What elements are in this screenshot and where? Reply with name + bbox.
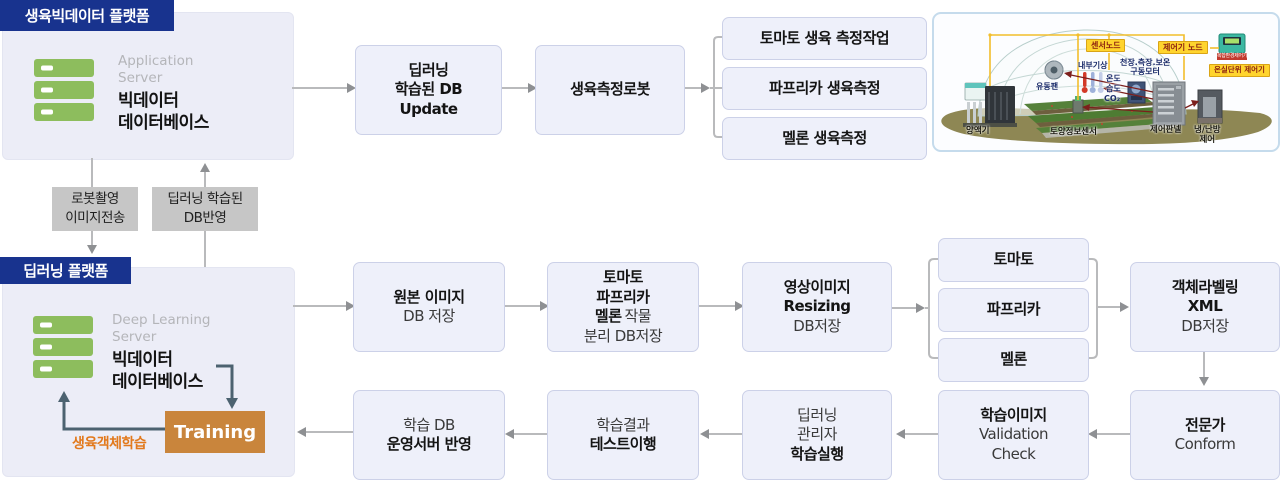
validation-line2: Validation bbox=[978, 425, 1049, 444]
crop-melon-label: 멜론 bbox=[1000, 350, 1027, 369]
application-server-icon bbox=[34, 59, 94, 121]
train-exec-line1: 딥러닝 bbox=[797, 405, 837, 424]
labeling-line2: XML bbox=[1187, 297, 1223, 316]
train-exec-line3: 학습실행 bbox=[790, 444, 844, 463]
flow-box-resizing: 영상이미지 Resizing DB저장 bbox=[742, 262, 892, 352]
bigdata-platform-tag: 생육빅데이터 플랫폼 bbox=[0, 0, 174, 31]
flow-box-growth-robot: 생육측정로봇 bbox=[535, 45, 685, 135]
bigdata-platform-title: 생육빅데이터 플랫폼 bbox=[24, 7, 150, 25]
validation-line3: Check bbox=[991, 444, 1036, 463]
labeling-line3: DB저장 bbox=[1181, 316, 1229, 335]
crop-tomato-label: 토마토 bbox=[993, 250, 1034, 269]
separate-line4: 분리 DB저장 bbox=[583, 326, 663, 345]
task-box-melon: 멜론 생육측정 bbox=[722, 117, 927, 160]
flow-box-db-update: 딥러닝 학습된 DB Update bbox=[355, 45, 502, 135]
flow-box-original-image: 원본 이미지 DB 저장 bbox=[353, 262, 505, 352]
test-line1: 학습결과 bbox=[596, 415, 650, 434]
db-update-line3: Update bbox=[399, 99, 458, 118]
train-exec-line2: 관리자 bbox=[797, 425, 837, 444]
crop-box-melon: 멜론 bbox=[938, 338, 1089, 382]
flow-box-training-exec: 딥러닝 관리자 학습실행 bbox=[742, 390, 892, 480]
training-box: Training bbox=[165, 411, 265, 453]
labeling-line1: 객체라벨링 bbox=[1171, 277, 1239, 296]
growth-object-learning-caption: 생육객체학습 bbox=[72, 436, 147, 452]
validation-line1: 학습이미지 bbox=[980, 405, 1047, 424]
separate-line3-bold: 멜론 bbox=[594, 307, 622, 325]
crop-box-tomato: 토마토 bbox=[938, 238, 1089, 282]
robot-image-upload-chip: 로봇촬영 이미지전송 bbox=[52, 187, 138, 231]
deeplearning-platform-title: 딥러닝 플랫폼 bbox=[23, 262, 108, 280]
original-image-line2: DB 저장 bbox=[403, 307, 455, 325]
greenhouse-unit-controller-chip: 온실단위 제어기 bbox=[1209, 64, 1270, 77]
temp-label: 온도 bbox=[1106, 74, 1121, 83]
task-tomato-label: 토마토 생육 측정작업 bbox=[759, 28, 890, 47]
flow-box-object-labeling: 객체라벨링 XML DB저장 bbox=[1130, 262, 1280, 352]
deeplearning-server-icon bbox=[33, 316, 93, 378]
original-image-line1: 원본 이미지 bbox=[393, 287, 465, 306]
crop-paprika-label: 파프리카 bbox=[986, 300, 1041, 319]
smartfarm-greenhouse-illustration: 센서노드 제어기 노드 온실단위 제어기 복합환경제어기 내부기상 천장.측장.… bbox=[932, 12, 1280, 152]
growth-robot-label: 생육측정로봇 bbox=[570, 80, 650, 99]
flow-box-expert-conform: 전문가 Conform bbox=[1130, 390, 1280, 480]
task-melon-label: 멜론 생육측정 bbox=[782, 128, 867, 147]
deeplearning-platform-tag: 딥러닝 플랫폼 bbox=[0, 257, 131, 284]
composite-env-controller-label: 복합환경제어기 bbox=[1216, 53, 1248, 59]
soil-sensor-label: 토양정보센서 bbox=[1050, 127, 1097, 137]
controller-node-chip: 제어기 노드 bbox=[1158, 41, 1208, 55]
flow-box-test-run: 학습결과 테스트이행 bbox=[547, 390, 699, 480]
separate-line2: 파프리카 bbox=[596, 287, 650, 306]
deploy-line2: 운영서버 반영 bbox=[386, 435, 472, 453]
expert-line1: 전문가 bbox=[1185, 415, 1225, 434]
separate-line3-reg: 작물 bbox=[624, 307, 652, 325]
separate-line1: 토마토 bbox=[603, 268, 643, 286]
bigdata-database-label: 빅데이터 데이터베이스 bbox=[118, 91, 209, 133]
expert-line2: Conform bbox=[1174, 435, 1236, 453]
inner-weather-label: 내부기상 bbox=[1078, 61, 1108, 70]
test-line2: 테스트이행 bbox=[589, 435, 657, 453]
resizing-line2: Resizing bbox=[783, 297, 851, 316]
hvac-control-label: 냉/난방 제어 bbox=[1194, 125, 1221, 145]
deeplearning-server-type: Deep Learning Server bbox=[112, 312, 211, 345]
application-server-type: Application Server bbox=[118, 53, 194, 86]
nutrient-machine-label: 양액기 bbox=[966, 126, 990, 136]
sensor-node-chip: 센서노드 bbox=[1086, 39, 1126, 53]
task-box-tomato: 토마토 생육 측정작업 bbox=[722, 17, 927, 60]
deploy-line1: 학습 DB bbox=[403, 415, 455, 434]
resizing-line3: DB저장 bbox=[793, 316, 841, 335]
control-panel-label: 제어판넬 bbox=[1150, 125, 1182, 135]
crop-box-paprika: 파프리카 bbox=[938, 288, 1089, 332]
db-update-line1: 딥러닝 bbox=[408, 60, 449, 79]
co2-label: CO₂ bbox=[1104, 94, 1121, 103]
db-reflect-chip: 딥러닝 학습된 DB반영 bbox=[152, 187, 258, 231]
task-paprika-label: 파프리카 생육측정 bbox=[768, 78, 881, 97]
drive-motor-label: 천장.측장.보온 구동모터 bbox=[1120, 58, 1171, 77]
flow-box-validation-check: 학습이미지 Validation Check bbox=[938, 390, 1089, 480]
flow-box-deploy-db: 학습 DB 운영서버 반영 bbox=[353, 390, 505, 480]
deeplearning-database-label: 빅데이터 데이터베이스 bbox=[112, 350, 203, 392]
humidity-label: 습도 bbox=[1106, 84, 1121, 93]
task-box-paprika: 파프리카 생육측정 bbox=[722, 67, 927, 110]
fan-label: 유동팬 bbox=[1036, 82, 1059, 91]
db-update-line2: 학습된 DB bbox=[394, 80, 463, 99]
resizing-line1: 영상이미지 bbox=[783, 277, 851, 296]
